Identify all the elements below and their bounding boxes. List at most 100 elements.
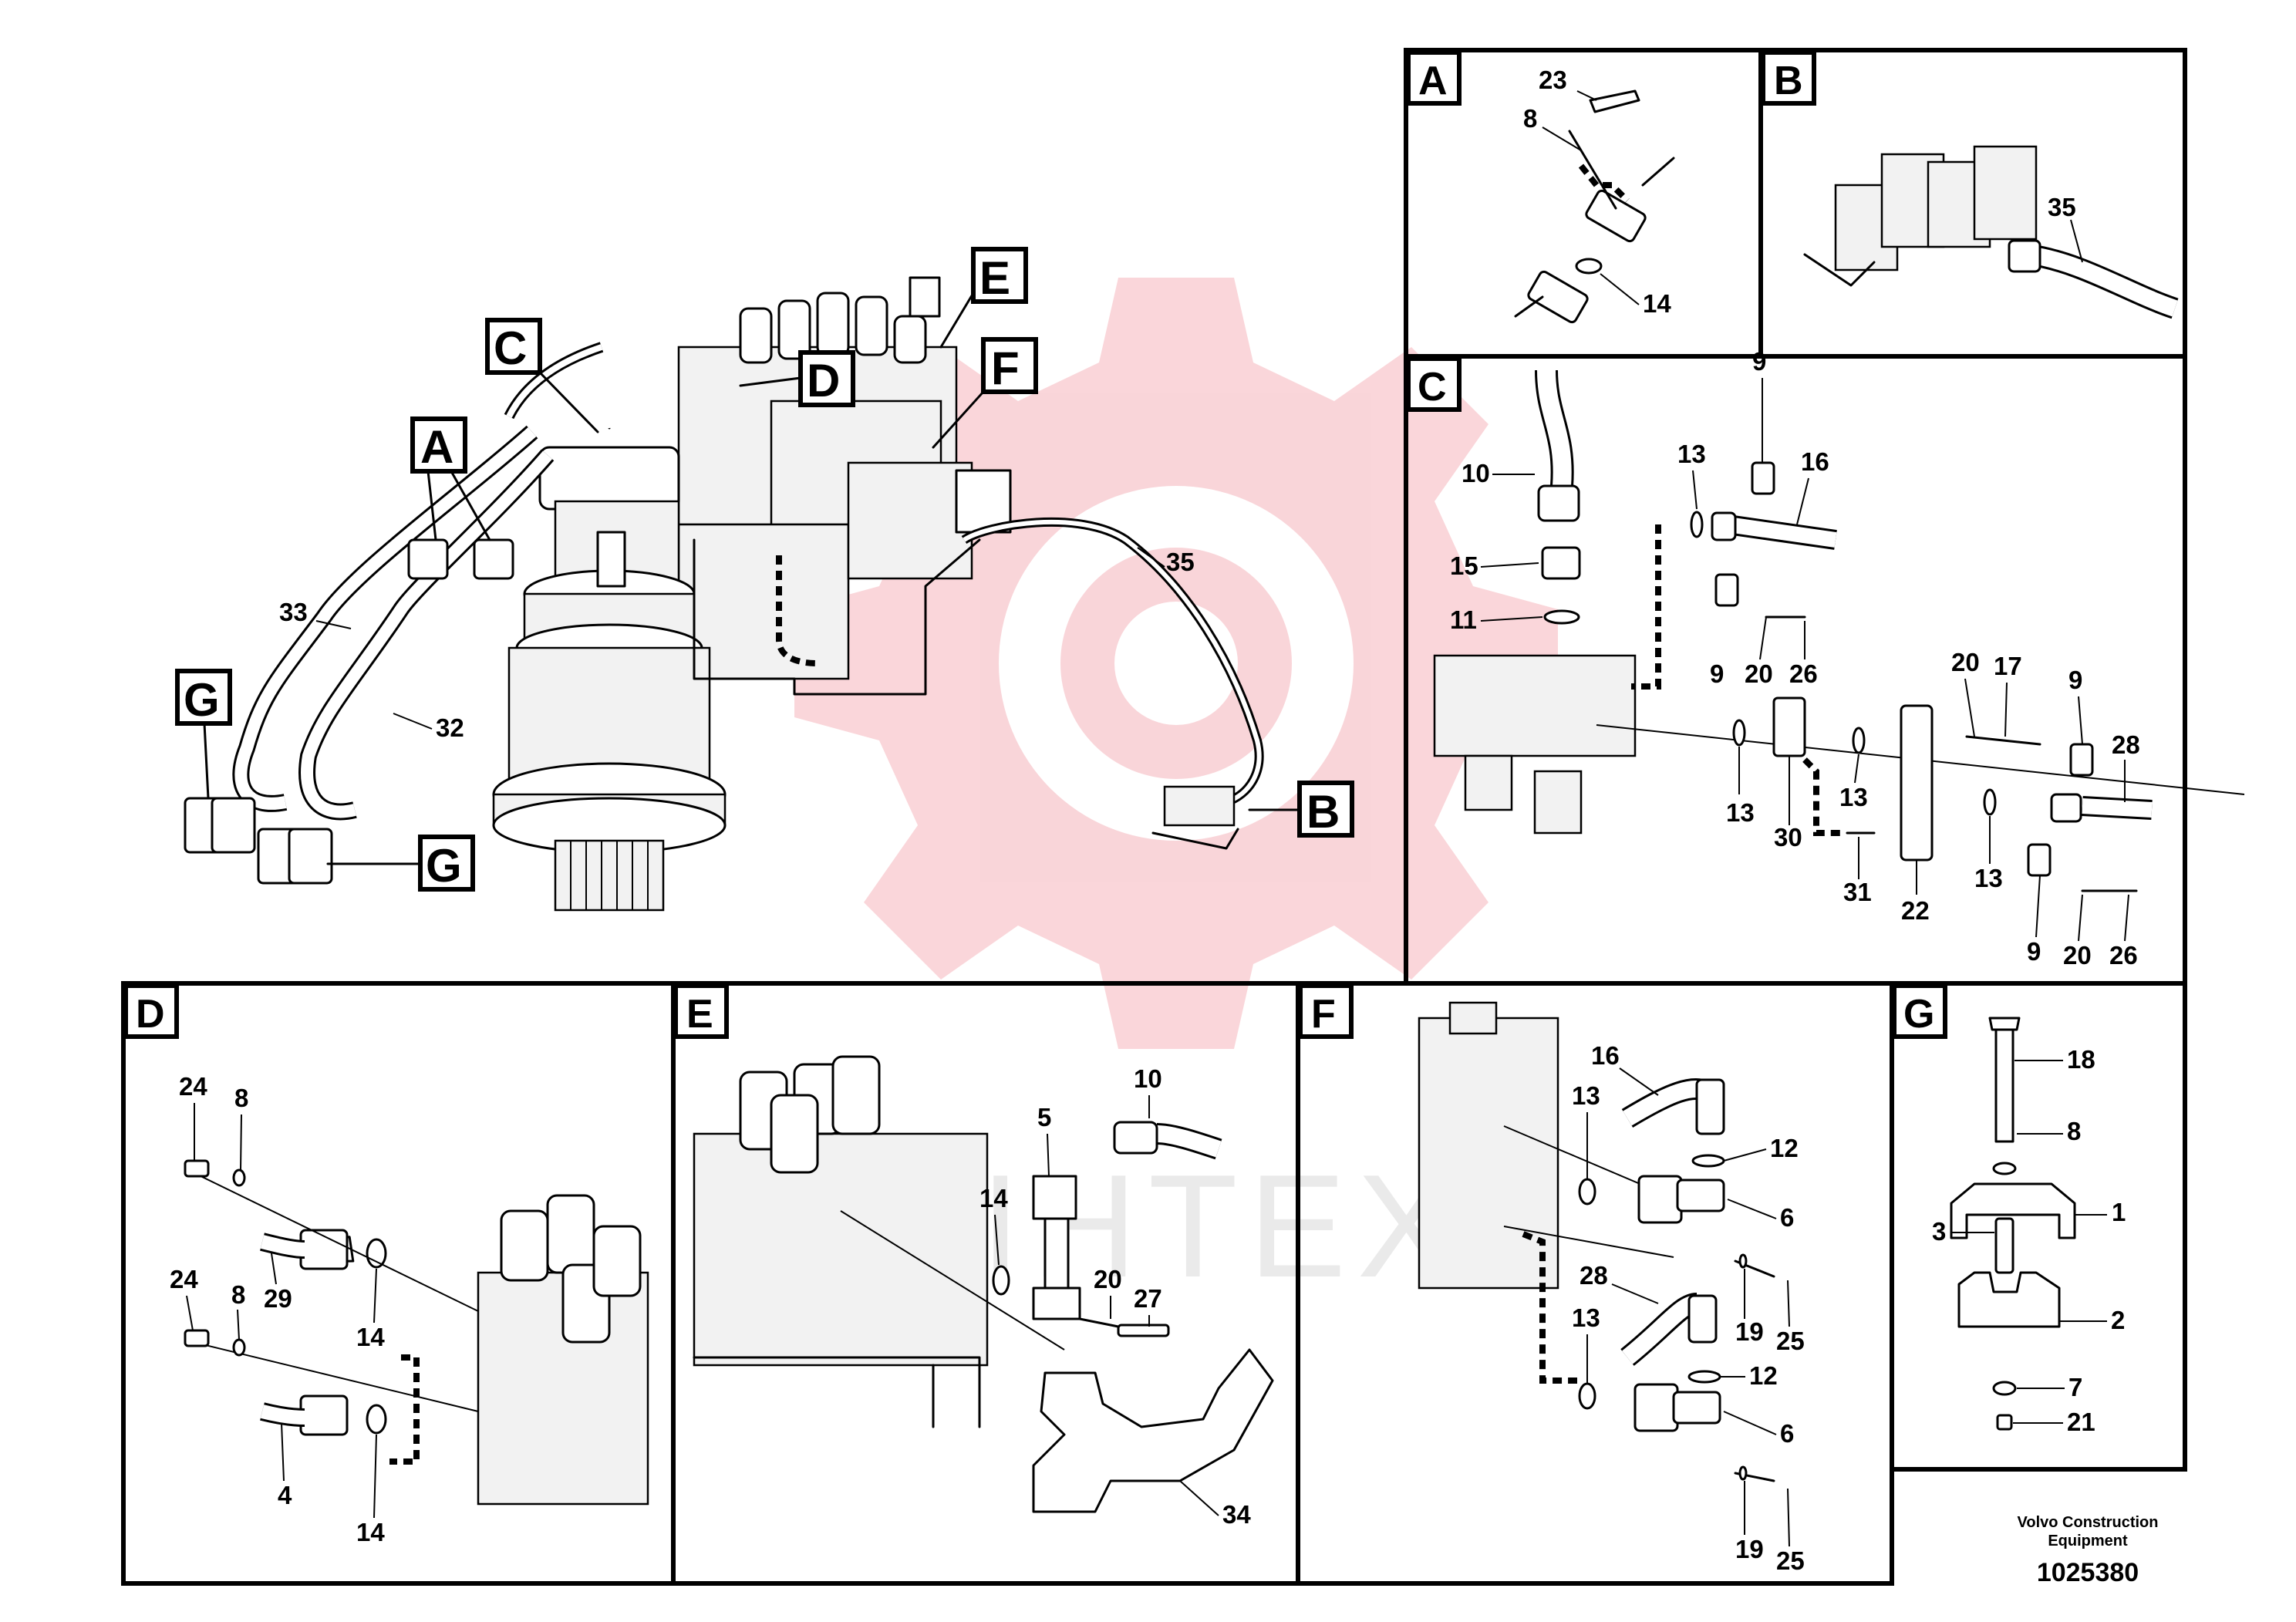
- panel-G-label-7: 7: [2068, 1373, 2082, 1401]
- part-label-35: 35: [1166, 548, 1195, 576]
- svg-text:D: D: [136, 992, 165, 1037]
- callout-C: C: [485, 318, 599, 433]
- panel-F-label-13b: 13: [1572, 1303, 1600, 1332]
- svg-text:F: F: [991, 342, 1020, 394]
- callout-B: B: [1248, 781, 1354, 838]
- panel-C-label-28: 28: [2112, 730, 2140, 759]
- panel-A-drawing: [1514, 89, 1675, 324]
- panel-F-label-25a: 25: [1776, 1327, 1805, 1355]
- panel-F-label-19b: 19: [1735, 1535, 1764, 1563]
- panel-D-label-14b: 14: [356, 1518, 385, 1546]
- panel-C-label-13a: 13: [1677, 440, 1706, 468]
- panel-A-label-23: 23: [1539, 66, 1567, 94]
- panel-G-label-21: 21: [2067, 1408, 2095, 1436]
- svg-text:G: G: [426, 840, 462, 892]
- panel-E-label-27: 27: [1134, 1284, 1162, 1313]
- panel-C-label-15: 15: [1450, 551, 1478, 580]
- panel-C-label-13c: 13: [1839, 783, 1868, 811]
- swing-motor-assembly: [184, 251, 1264, 912]
- svg-text:E: E: [979, 252, 1010, 304]
- svg-text:B: B: [1774, 59, 1803, 103]
- panel-C-label-9d: 9: [2027, 937, 2041, 966]
- part-label-32: 32: [436, 713, 464, 742]
- panel-D-label-8a: 8: [234, 1084, 248, 1112]
- panel-C-label-9b: 9: [1710, 659, 1724, 688]
- panel-G-label-2: 2: [2111, 1306, 2125, 1334]
- svg-text:A: A: [420, 421, 453, 473]
- panel-C-label-16: 16: [1801, 447, 1829, 476]
- panel-C-label-17: 17: [1994, 652, 2022, 680]
- document-number: 1025380: [2036, 1558, 2139, 1587]
- panel-C-label-9c: 9: [2068, 666, 2082, 694]
- svg-text:C: C: [494, 322, 527, 374]
- panel-C-label-20a: 20: [1745, 659, 1773, 688]
- panel-letter-B: B: [1761, 50, 1816, 106]
- panel-C-drawing: [1433, 369, 2245, 892]
- panel-F-label-12b: 12: [1749, 1361, 1778, 1390]
- panel-C-label-30: 30: [1774, 823, 1802, 851]
- panel-E-label-14: 14: [979, 1184, 1008, 1212]
- callout-A: A: [410, 416, 491, 541]
- panel-D-label-29: 29: [264, 1284, 292, 1313]
- panel-letter-D: D: [123, 983, 179, 1039]
- svg-text:E: E: [686, 992, 713, 1037]
- svg-text:B: B: [1306, 786, 1340, 838]
- panel-letter-G: G: [1892, 983, 1947, 1039]
- panel-letter-A: A: [1406, 50, 1462, 106]
- panel-F-label-6b: 6: [1780, 1419, 1794, 1448]
- svg-text:C: C: [1418, 365, 1447, 410]
- panel-C-label-26b: 26: [2109, 941, 2138, 969]
- panel-F-label-25b: 25: [1776, 1546, 1805, 1575]
- panel-G-label-8: 8: [2067, 1117, 2081, 1145]
- panel-E-drawing: [693, 1055, 1274, 1513]
- callout-G-lower: G: [326, 835, 475, 892]
- panel-D-drawing: [184, 1159, 649, 1506]
- panel-C-label-10: 10: [1462, 459, 1490, 487]
- panel-F-label-19a: 19: [1735, 1317, 1764, 1346]
- panel-G-label-1: 1: [2112, 1198, 2126, 1226]
- panel-C-label-20c: 20: [2063, 941, 2092, 969]
- panel-letter-F: F: [1298, 983, 1354, 1039]
- panel-A-label-14: 14: [1643, 289, 1671, 318]
- callout-D: D: [739, 350, 855, 407]
- panel-D-label-4: 4: [278, 1481, 292, 1509]
- panel-G-label-18: 18: [2067, 1045, 2095, 1074]
- svg-text:G: G: [1903, 992, 1934, 1037]
- panel-C-label-13b: 13: [1726, 798, 1755, 827]
- svg-text:A: A: [1418, 59, 1448, 103]
- callout-E: E: [939, 247, 1028, 349]
- panel-F-label-16: 16: [1591, 1041, 1620, 1070]
- panel-C-label-20b: 20: [1951, 648, 1980, 676]
- panel-D-label-14a: 14: [356, 1323, 385, 1351]
- svg-text:F: F: [1311, 992, 1336, 1037]
- panel-letter-C: C: [1406, 356, 1462, 412]
- callout-F: F: [932, 337, 1038, 449]
- panel-B-label-35: 35: [2048, 193, 2076, 221]
- panel-D-label-24a: 24: [179, 1072, 207, 1101]
- panel-G-drawing: [1950, 1017, 2076, 1431]
- panel-E-label-5: 5: [1037, 1103, 1051, 1131]
- panel-C-label-11: 11: [1450, 605, 1477, 634]
- panel-A-label-8: 8: [1523, 104, 1537, 133]
- svg-text:D: D: [807, 355, 840, 406]
- panel-F-drawing: [1418, 1001, 1775, 1482]
- svg-text:G: G: [184, 674, 220, 726]
- panel-D-label-24b: 24: [170, 1265, 198, 1293]
- callout-G-upper: G: [175, 669, 232, 800]
- panel-F-label-12a: 12: [1770, 1134, 1799, 1162]
- panel-F-label-28: 28: [1580, 1261, 1608, 1290]
- panel-F-label-13a: 13: [1572, 1081, 1600, 1110]
- part-label-33: 33: [279, 598, 308, 626]
- panel-C-label-26a: 26: [1789, 659, 1818, 688]
- panel-F-label-6a: 6: [1780, 1203, 1794, 1232]
- manufacturer-name: Volvo Construction Equipment: [2017, 1514, 2159, 1549]
- panel-C-label-31: 31: [1843, 878, 1872, 906]
- panel-B-drawing: [1803, 145, 2179, 319]
- panel-C-label-22: 22: [1901, 896, 1930, 925]
- panel-E-label-20: 20: [1094, 1265, 1122, 1293]
- panel-D-label-8b: 8: [231, 1280, 245, 1309]
- panel-C-label-9a: 9: [1752, 347, 1766, 376]
- panel-G-label-3: 3: [1932, 1217, 1946, 1246]
- panel-E-label-10: 10: [1134, 1064, 1162, 1093]
